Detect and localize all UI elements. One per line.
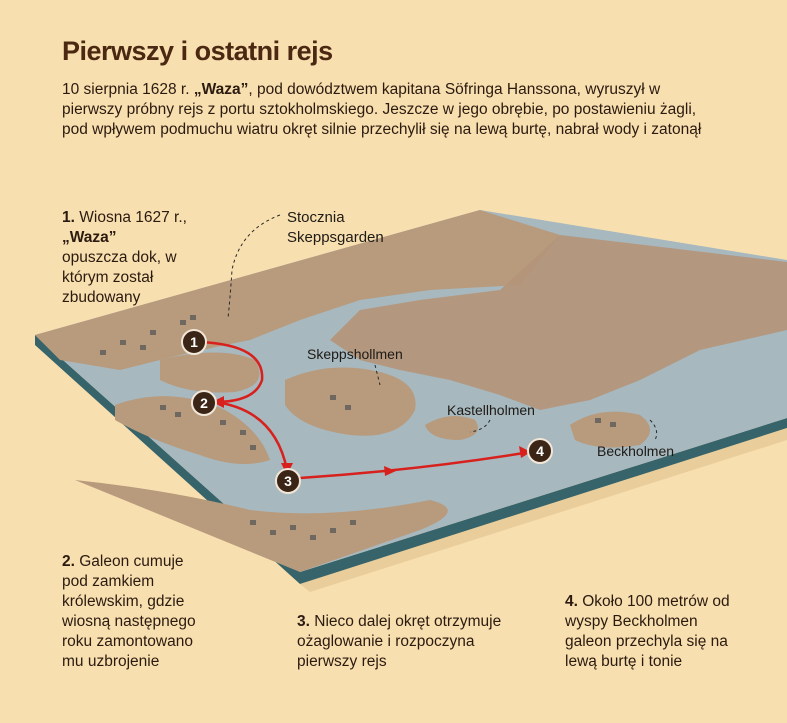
board-shadow	[300, 428, 787, 592]
step-2: 2. Galeon cumuje pod zamkiem królewskim,…	[62, 553, 196, 670]
route-marker-3: 3	[275, 468, 301, 494]
land-kastellholmen	[425, 416, 478, 440]
land-skeppsholmen	[285, 367, 416, 436]
land-dock	[160, 352, 260, 393]
route-marker-2: 2	[191, 390, 217, 416]
leader-beckholmen	[649, 419, 658, 441]
land-beckholmen	[570, 411, 650, 448]
intro-text: 10 sierpnia 1628 r. „Waza”, pod dowództw…	[62, 81, 702, 138]
land-castle	[115, 396, 270, 464]
step-1: 1. Wiosna 1627 r., „Waza”opuszcza dok, w…	[62, 209, 187, 306]
land-north	[35, 210, 560, 370]
label-beckholmen: Beckholmen	[597, 443, 675, 459]
label-kastellholmen: Kastellholmen	[447, 402, 535, 418]
route-marker-4: 4	[527, 438, 553, 464]
land-northeast	[330, 235, 787, 410]
ship-route	[199, 340, 531, 480]
land-south	[75, 480, 448, 572]
label-skeppsholmen: Skeppshollmen	[307, 346, 403, 362]
route-marker-1: 1	[181, 329, 207, 355]
leader-kastellholmen	[469, 419, 491, 433]
step-4: 4. Około 100 metrów od wyspy Beckholmen …	[565, 593, 730, 670]
buildings	[100, 315, 616, 540]
page-title: Pierwszy i ostatni rejs	[62, 36, 333, 66]
step-3: 3. Nieco dalej okręt otrzymuje ożaglowan…	[297, 613, 502, 670]
